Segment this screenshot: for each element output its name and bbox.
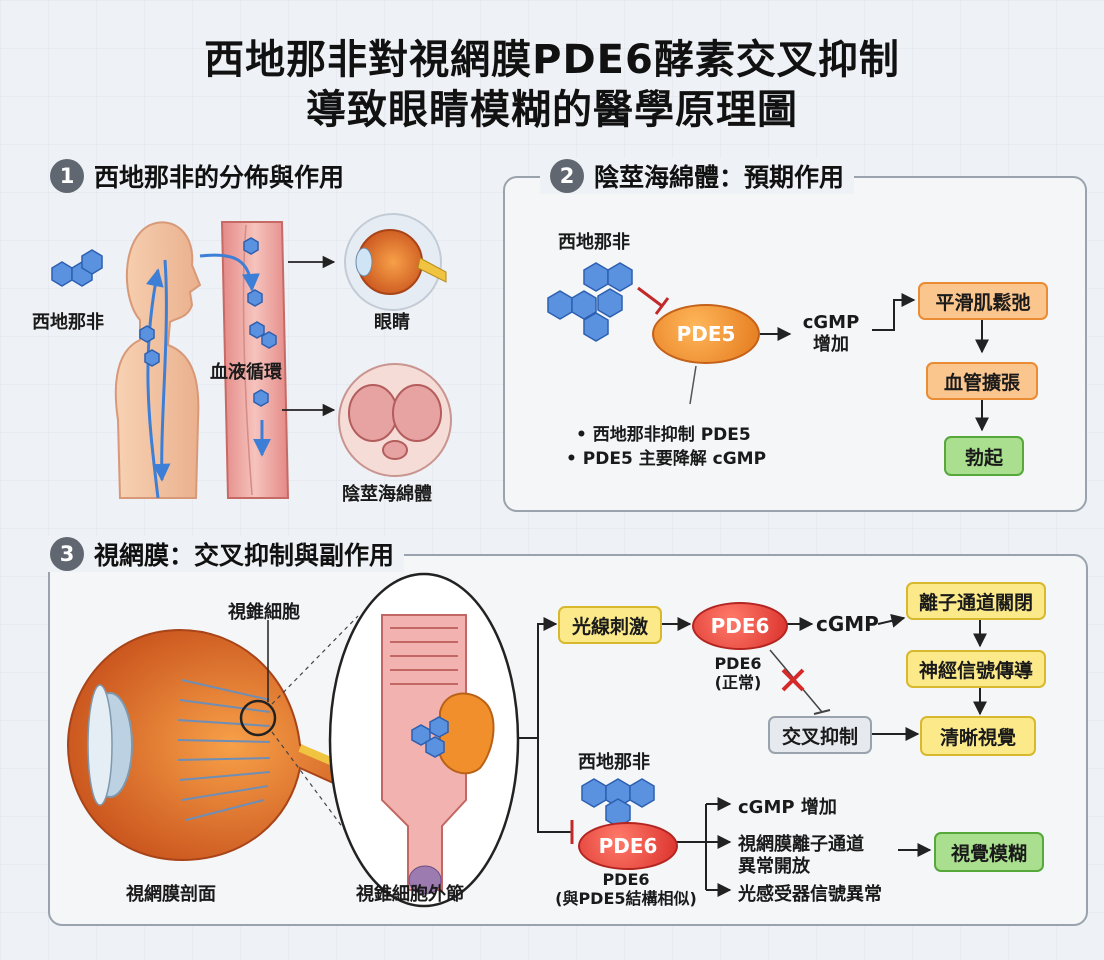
s3-effect-ion-2: 異常開放 bbox=[738, 856, 810, 877]
eye-illustration bbox=[344, 213, 447, 311]
page-title-line2: 導致眼睛模糊的醫學原理圖 bbox=[306, 87, 798, 133]
s1-drug-label: 西地那非 bbox=[32, 312, 104, 333]
s3-pde6-drug-enzyme: PDE6 bbox=[578, 822, 678, 870]
s3-light-stimulus: 光線刺激 bbox=[558, 606, 662, 644]
cone-outer-segment-illustration bbox=[328, 572, 520, 908]
drug-molecule-icon-s3 bbox=[581, 778, 655, 828]
s3-effect-cgmp: cGMP 增加 bbox=[738, 797, 837, 818]
section2-heading: 2 陰莖海綿體：預期作用 bbox=[540, 158, 855, 194]
s1-eye-label: 眼睛 bbox=[374, 312, 410, 333]
cavernosum-cross-section bbox=[338, 363, 452, 477]
s3-drug-label: 西地那非 bbox=[578, 752, 650, 773]
s3-pde6-normal-enzyme: PDE6 bbox=[692, 602, 788, 650]
s2-cgmp-line2: 增加 bbox=[813, 334, 849, 355]
s3-pde6-normal-cap1: PDE6 bbox=[714, 654, 762, 673]
s3-pde6-drug-cap1: PDE6 bbox=[602, 870, 650, 889]
s3-pde6-drug-caption: PDE6 (與PDE5結構相似) bbox=[546, 870, 706, 908]
s3-effect-ion-1: 視網膜離子通道 bbox=[738, 834, 864, 855]
blood-molecule-dots bbox=[139, 325, 160, 367]
s2-note-1: • 西地那非抑制 PDE5 bbox=[576, 425, 751, 445]
s2-flow-erection: 勃起 bbox=[944, 436, 1024, 476]
section3-number: 3 bbox=[50, 537, 84, 571]
blood-vessel bbox=[199, 221, 290, 499]
section3-heading: 3 視網膜：交叉抑制與副作用 bbox=[40, 536, 405, 572]
s3-flow-ion-close: 離子通道關閉 bbox=[906, 582, 1046, 620]
drug-molecule-icon bbox=[51, 249, 103, 287]
s3-pde6-drug-cap2: (與PDE5結構相似) bbox=[555, 889, 697, 908]
s1-penis-label: 陰莖海綿體 bbox=[342, 484, 432, 505]
s1-blood-label: 血液循環 bbox=[210, 362, 282, 383]
page-title-line1: 西地那非對視網膜PDE6酵素交叉抑制 bbox=[204, 37, 900, 83]
section1-heading: 1 西地那非的分佈與作用 bbox=[50, 158, 344, 194]
s2-flow-dilate: 血管擴張 bbox=[926, 362, 1038, 400]
s3-flow-signal: 神經信號傳導 bbox=[906, 650, 1046, 688]
s3-cone-label: 視錐細胞 bbox=[228, 602, 300, 623]
section2-number: 2 bbox=[550, 159, 584, 193]
section1-number: 1 bbox=[50, 159, 84, 193]
retina-eye-illustration bbox=[66, 628, 368, 862]
s2-note-2: • PDE5 主要降解 cGMP bbox=[566, 449, 767, 469]
s3-pde6-normal-caption: PDE6 (正常) bbox=[696, 654, 780, 692]
s2-cgmp-line1: cGMP bbox=[802, 312, 860, 333]
s3-flow-clear-vision: 清晰視覺 bbox=[920, 716, 1036, 756]
s3-blurred-vision: 視覺模糊 bbox=[934, 832, 1044, 872]
s3-cgmp-normal: cGMP bbox=[816, 612, 879, 636]
cross-mark-icon bbox=[781, 668, 805, 692]
section1-title: 西地那非的分佈與作用 bbox=[94, 163, 345, 192]
s2-pde5-enzyme: PDE5 bbox=[652, 304, 760, 364]
s3-cross-inhibition: 交叉抑制 bbox=[768, 716, 872, 754]
s2-drug-label: 西地那非 bbox=[558, 232, 630, 253]
s3-retina-label: 視網膜剖面 bbox=[126, 884, 216, 905]
s3-pde6-normal-cap2: (正常) bbox=[714, 673, 762, 692]
drug-molecule-icon-s2 bbox=[547, 262, 633, 342]
s3-outer-seg-label: 視錐細胞外節 bbox=[356, 884, 464, 905]
s2-flow-relax: 平滑肌鬆弛 bbox=[918, 282, 1048, 320]
s2-cgmp-text: cGMP 增加 bbox=[796, 312, 866, 356]
s3-effect-photoreceptor: 光感受器信號異常 bbox=[738, 884, 882, 905]
section2-title: 陰莖海綿體：預期作用 bbox=[594, 163, 845, 192]
section3-title: 視網膜：交叉抑制與副作用 bbox=[94, 541, 395, 570]
